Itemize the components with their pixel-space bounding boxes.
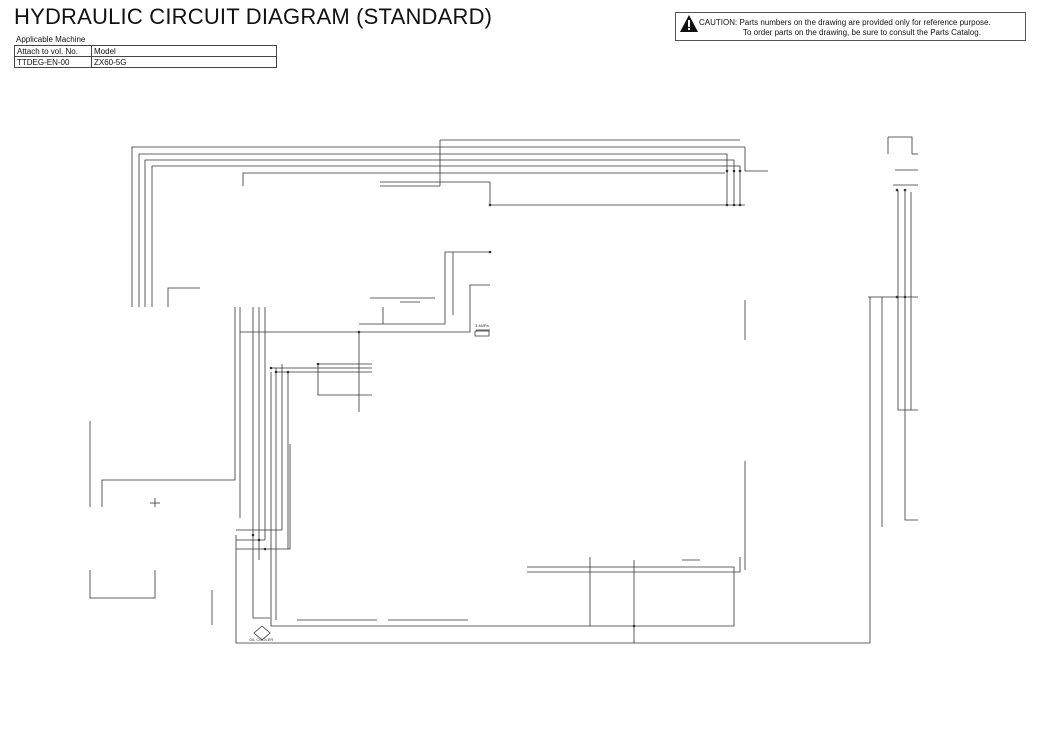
- circuit-junctions: [251, 169, 907, 628]
- warning-icon: [680, 15, 698, 32]
- table-row: TTDEG-EN-00 ZX60-5G: [14, 56, 277, 68]
- page-title: HYDRAULIC CIRCUIT DIAGRAM (STANDARD): [14, 4, 493, 29]
- table-header-row: Attach to vol. No. Model: [14, 45, 277, 57]
- circuit-lines: [89, 136, 918, 644]
- oil-cooler-label: OIL COOLER: [249, 637, 273, 642]
- cell-attach-vol: TTDEG-EN-00: [14, 56, 92, 68]
- caution-line-2: To order parts on the drawing, be sure t…: [743, 28, 981, 37]
- applicable-machine-label: Applicable Machine: [16, 35, 86, 44]
- cell-model: ZX60-5G: [91, 56, 277, 68]
- pressure-label: 3.4MPa: [475, 323, 490, 328]
- applicable-machine-table: Attach to vol. No. Model TTDEG-EN-00 ZX6…: [14, 45, 277, 68]
- caution-box: CAUTION: Parts numbers on the drawing ar…: [675, 12, 1026, 41]
- caution-line-1: CAUTION: Parts numbers on the drawing ar…: [699, 18, 991, 27]
